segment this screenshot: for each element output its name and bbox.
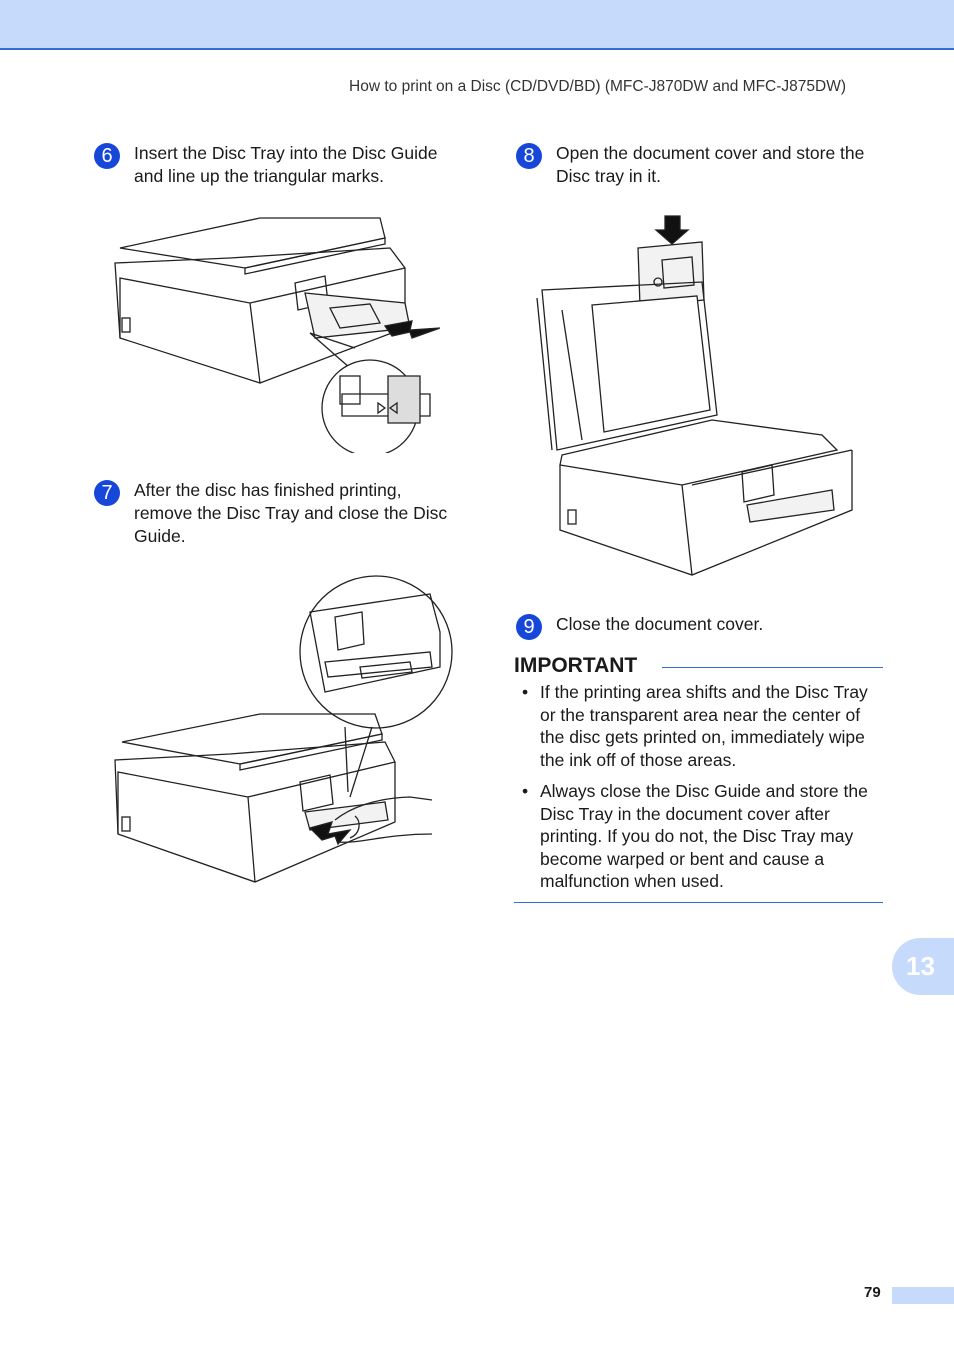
page-number: 79 xyxy=(864,1284,881,1301)
step-text: Open the document cover and store the Di… xyxy=(556,143,865,186)
bullet-icon: • xyxy=(522,682,529,702)
printer-illustration xyxy=(536,215,853,576)
figure-store-disc-tray xyxy=(532,210,862,580)
push-arrow-icon xyxy=(383,320,440,339)
important-heading: IMPORTANT xyxy=(514,654,638,677)
important-bottom-rule xyxy=(514,902,883,903)
printer-illustration xyxy=(114,217,440,453)
header-band xyxy=(0,0,954,50)
step-number-badge: 9 xyxy=(516,614,542,640)
step-8: 8 Open the document cover and store the … xyxy=(516,142,864,188)
step-number-badge: 8 xyxy=(516,143,542,169)
figure-insert-disc-tray xyxy=(110,208,440,453)
figure-remove-disc-tray xyxy=(110,572,455,887)
step-text: Insert the Disc Tray into the Disc Guide… xyxy=(134,143,438,186)
step-number-badge: 7 xyxy=(94,480,120,506)
down-arrow-icon xyxy=(654,215,690,245)
important-top-rule xyxy=(662,667,883,668)
important-list: • If the printing area shifts and the Di… xyxy=(520,681,888,902)
hand-illustration xyxy=(334,796,433,821)
push-arrow-icon xyxy=(308,821,352,846)
list-item: • Always close the Disc Guide and store … xyxy=(522,781,868,891)
step-7: 7 After the disc has finished printing, … xyxy=(94,479,447,548)
bullet-icon: • xyxy=(522,781,529,801)
step-6: 6 Insert the Disc Tray into the Disc Gui… xyxy=(94,142,437,188)
list-item: • If the printing area shifts and the Di… xyxy=(522,682,868,770)
printer-illustration xyxy=(114,575,453,883)
step-text: Close the document cover. xyxy=(556,614,764,634)
step-9: 9 Close the document cover. xyxy=(516,613,763,640)
page-tab-marker xyxy=(892,1287,954,1304)
chapter-tab: 13 xyxy=(892,938,954,995)
step-number-badge: 6 xyxy=(94,143,120,169)
running-title: How to print on a Disc (CD/DVD/BD) (MFC-… xyxy=(349,78,846,95)
step-text: After the disc has finished printing, re… xyxy=(134,480,448,546)
